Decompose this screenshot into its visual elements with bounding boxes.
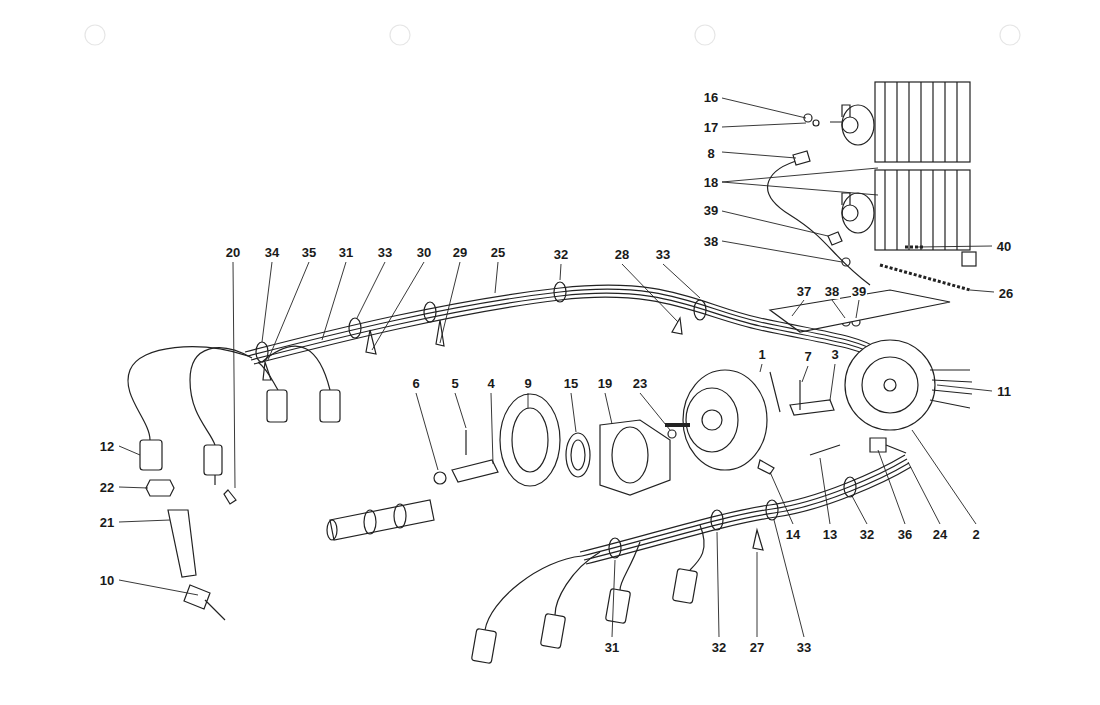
callout-number: 31 bbox=[338, 245, 354, 260]
callout-number: 2 bbox=[971, 527, 980, 542]
callout-number: 33 bbox=[377, 245, 393, 260]
callout-number: 1 bbox=[757, 347, 766, 362]
callout-number: 34 bbox=[264, 245, 280, 260]
callout-number: 7 bbox=[803, 349, 812, 364]
callout-number: 15 bbox=[563, 376, 579, 391]
callout-number: 31 bbox=[604, 640, 620, 655]
callout-number: 32 bbox=[859, 527, 875, 542]
callout-number: 27 bbox=[749, 640, 765, 655]
callout-number: 5 bbox=[450, 376, 459, 391]
callout-number: 18 bbox=[703, 175, 719, 190]
callout-number: 33 bbox=[796, 640, 812, 655]
callout-number: 26 bbox=[998, 286, 1014, 301]
callout-number: 14 bbox=[785, 527, 801, 542]
callout-number: 6 bbox=[411, 376, 420, 391]
callout-number: 28 bbox=[614, 247, 630, 262]
callout-number: 36 bbox=[897, 527, 913, 542]
callout-number: 25 bbox=[490, 245, 506, 260]
callout-number: 23 bbox=[632, 376, 648, 391]
callout-number: 30 bbox=[416, 245, 432, 260]
callout-number: 29 bbox=[452, 245, 468, 260]
callout-number: 32 bbox=[553, 247, 569, 262]
callout-number: 8 bbox=[706, 146, 715, 161]
callout-number: 3 bbox=[830, 347, 839, 362]
callout-number: 38 bbox=[703, 234, 719, 249]
callout-number: 12 bbox=[99, 439, 115, 454]
callout-number: 19 bbox=[597, 376, 613, 391]
callout-number: 32 bbox=[711, 640, 727, 655]
callout-number: 4 bbox=[486, 376, 495, 391]
callout-number: 17 bbox=[703, 120, 719, 135]
callout-number: 9 bbox=[523, 376, 532, 391]
callout-number: 20 bbox=[225, 245, 241, 260]
callout-number: 16 bbox=[703, 90, 719, 105]
callout-number: 39 bbox=[703, 203, 719, 218]
callout-number: 11 bbox=[996, 384, 1012, 399]
callout-number: 38 bbox=[824, 284, 840, 299]
callout-number: 24 bbox=[932, 527, 948, 542]
callout-number: 35 bbox=[301, 245, 317, 260]
callout-number: 22 bbox=[99, 480, 115, 495]
callout-number: 37 bbox=[796, 284, 812, 299]
callout-number: 40 bbox=[996, 239, 1012, 254]
callout-number: 21 bbox=[99, 515, 115, 530]
callout-number: 33 bbox=[655, 247, 671, 262]
callout-number: 39 bbox=[851, 284, 867, 299]
callout-number: 10 bbox=[99, 573, 115, 588]
callout-number: 13 bbox=[822, 527, 838, 542]
